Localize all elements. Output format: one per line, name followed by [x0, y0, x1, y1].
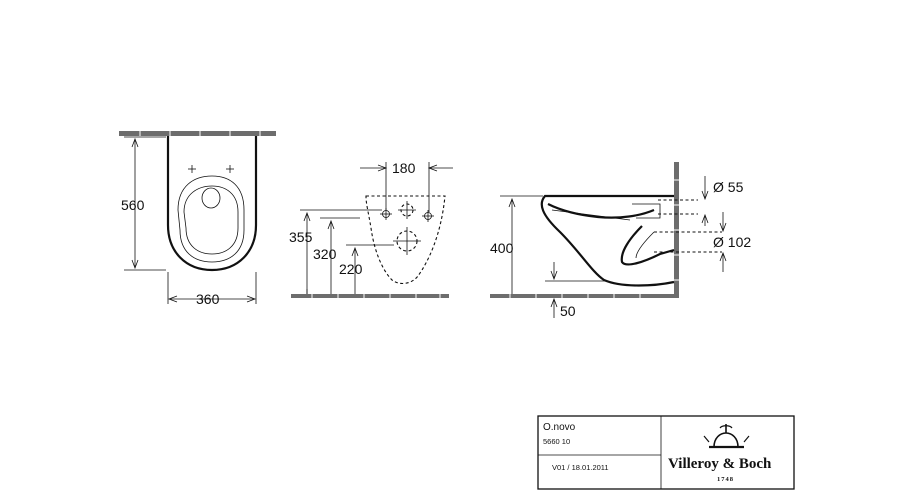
width-dimension-line [167, 272, 257, 304]
height-inner-label: 220 [339, 261, 363, 277]
height-dimension-line [500, 195, 543, 294]
flush-rim-side [551, 203, 661, 221]
hole-spacing-label: 180 [392, 160, 416, 176]
version-date: V01 / 18.01.2011 [552, 463, 609, 472]
title-block-frame [537, 415, 795, 490]
bowl-profile-side [540, 194, 675, 287]
front-view: 180 355 320 220 [289, 160, 453, 298]
wall-ticks [674, 179, 679, 281]
seat-rim-top [177, 175, 245, 263]
outlet-diameter-dimension-line [719, 212, 727, 272]
bowl-outline-front [365, 195, 446, 285]
front-floor-ticks [311, 294, 441, 298]
inlet-port-side [658, 199, 698, 215]
outlet-port-front [393, 227, 421, 255]
height-mid-dimension-line [320, 217, 360, 294]
width-dimension-label: 360 [196, 291, 220, 307]
depth-dimension-label: 560 [121, 197, 145, 213]
side-view: 400 50 Ø 55 Ø 102 [490, 162, 751, 319]
bowl-outline-top [166, 136, 258, 272]
outlet-inner-side [635, 231, 655, 259]
inlet-diameter-label: Ø 55 [713, 179, 744, 195]
product-name: O.novo [543, 422, 576, 433]
flush-hole-top [201, 187, 221, 209]
brand-logo-icon [703, 424, 750, 449]
bowl-inner-surface [547, 203, 655, 219]
side-floor-ticks [509, 294, 641, 298]
brand-name: Villeroy & Boch [668, 456, 772, 472]
floor-offset-dimension-line [545, 262, 606, 318]
floor-offset-label: 50 [560, 303, 576, 319]
fixing-marks-top [188, 165, 234, 173]
inlet-diameter-dimension-line [701, 176, 709, 226]
brand-year: 1748 [717, 476, 734, 483]
outlet-diameter-label: Ø 102 [713, 234, 751, 250]
outlet-trap-side [620, 225, 675, 266]
height-mid-label: 320 [313, 246, 337, 262]
hole-spacing-dimension-line [360, 162, 453, 212]
height-outer-label: 355 [289, 229, 313, 245]
height-inner-dimension-line [346, 244, 394, 294]
fixing-bolt-right [422, 210, 434, 222]
inlet-port-front [398, 201, 416, 219]
top-view: 560 360 [119, 131, 276, 307]
title-block: O.novo 5660 10 V01 / 18.01.2011 Villeroy… [537, 415, 795, 490]
height-outer-dimension-line [300, 209, 382, 294]
front-view-floor [291, 294, 449, 298]
depth-dimension-line [124, 136, 166, 271]
wall-plate-ticks [139, 131, 261, 136]
article-number: 5660 10 [543, 437, 570, 446]
height-label: 400 [490, 240, 514, 256]
side-view-floor [490, 294, 678, 298]
top-view-wall-plate [119, 131, 276, 136]
bowl-opening-top [183, 185, 239, 255]
outlet-port-side [654, 231, 722, 253]
